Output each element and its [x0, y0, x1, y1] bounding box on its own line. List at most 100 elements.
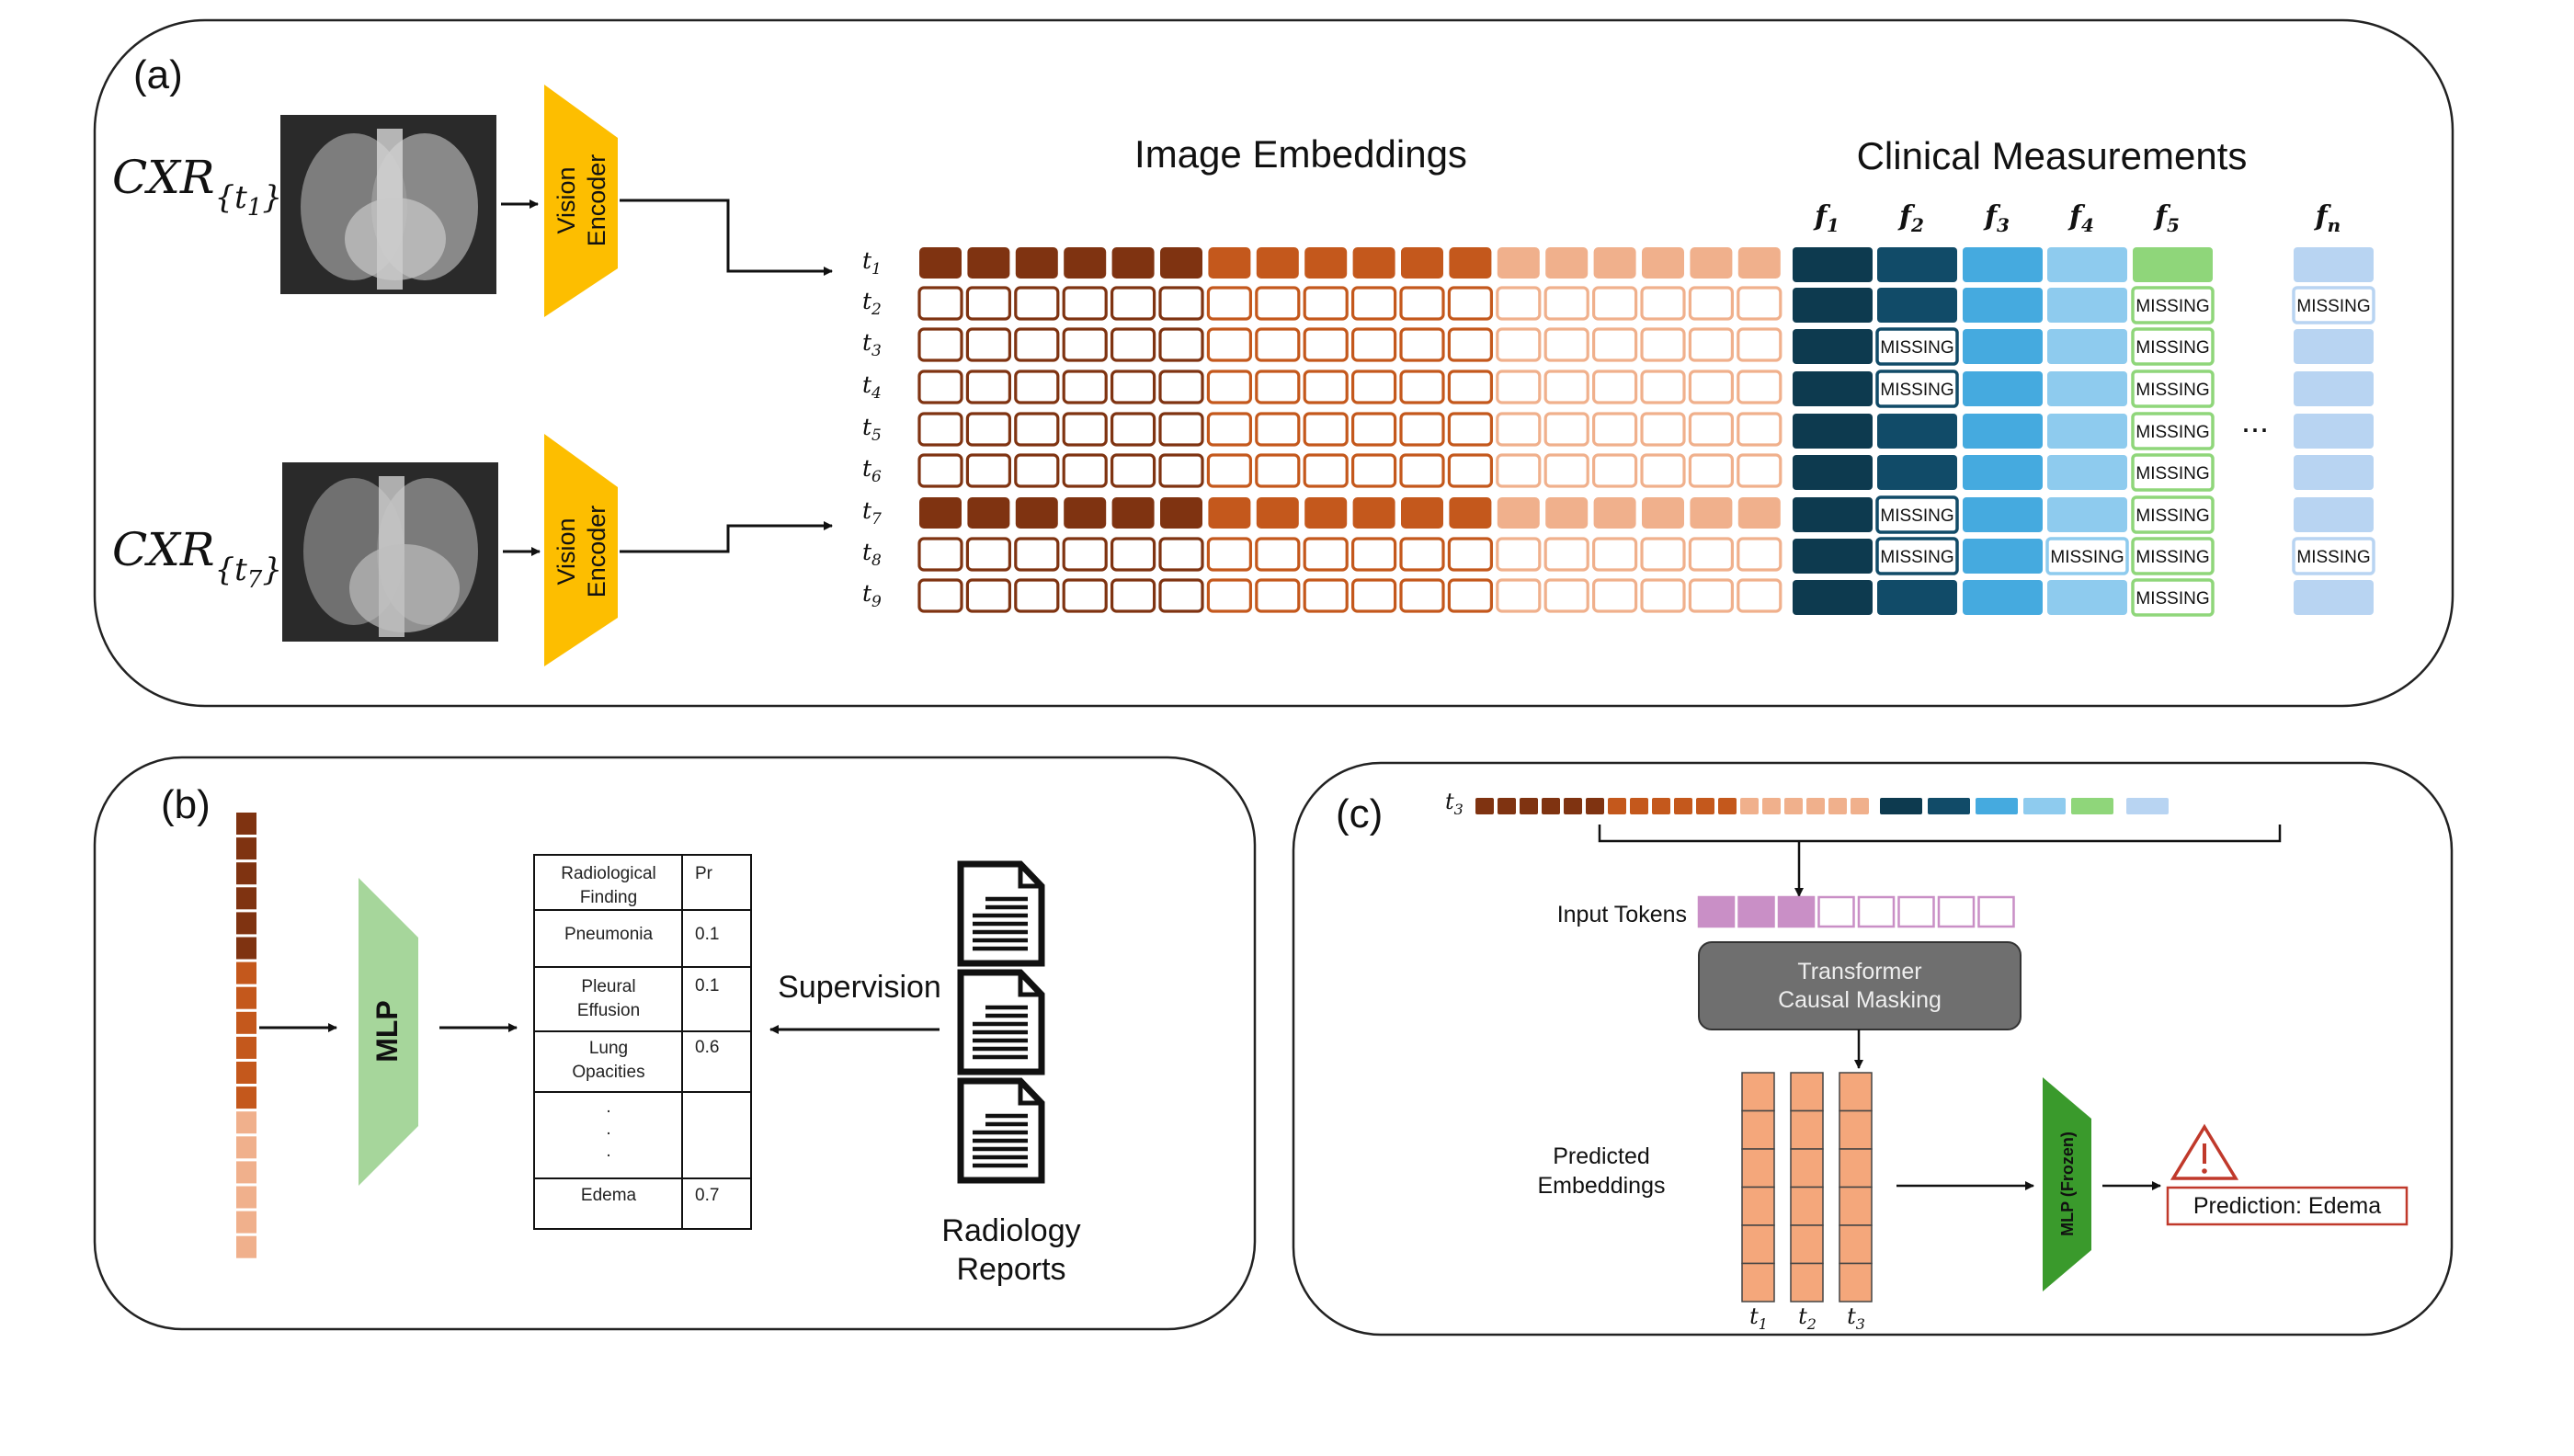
transformer-block: Transformer Causal Masking [1698, 941, 2022, 1030]
clinical-cell-f3 [1963, 580, 2043, 615]
embedding-cell [1591, 537, 1638, 572]
predicted-cell [1839, 1224, 1873, 1265]
vector-cell [236, 986, 256, 1009]
input-token-filled [1697, 895, 1736, 928]
embedding-cell [1206, 578, 1253, 613]
sequence-token [1630, 798, 1648, 814]
embedding-cell [1449, 497, 1492, 529]
embedding-cell [965, 370, 1012, 404]
sequence-token [1520, 798, 1538, 814]
embedding-cell [1399, 286, 1445, 321]
embedding-cell [1255, 453, 1301, 488]
input-token-empty [1977, 895, 2015, 928]
missing-label: MISSING [2296, 548, 2370, 567]
embedding-cell [965, 327, 1012, 362]
embedding-cell [1737, 578, 1782, 613]
embedding-cell [1399, 412, 1445, 447]
embedding-cell [1352, 497, 1395, 529]
clinical-cell-f5 [2131, 370, 2215, 408]
embedding-cell [1014, 412, 1060, 447]
missing-label: MISSING [1880, 381, 1953, 400]
clinical-cell-f1 [1793, 247, 1873, 282]
embedding-cell [1208, 497, 1251, 529]
embedding-cell [1256, 497, 1299, 529]
clinical-cell-f5 [2131, 327, 2215, 366]
missing-label: MISSING [1880, 506, 1953, 526]
embedding-cell [1737, 412, 1782, 447]
column-label-t3: t3 [1847, 1303, 1865, 1333]
clinical-cell-fn [2292, 537, 2375, 575]
embedding-cell [1447, 370, 1494, 404]
table-cell-pr: 0.1 [695, 925, 719, 944]
clinical-cell-f2 [1877, 580, 1957, 615]
embedding-cell [1303, 578, 1349, 613]
xray-image-t1 [280, 115, 496, 294]
vector-cell [236, 1161, 256, 1184]
predicted-cell [1839, 1186, 1873, 1226]
table-cell-pr: 0.6 [695, 1038, 719, 1057]
embedding-cell [1401, 497, 1443, 529]
row-label-t1: t1 [862, 247, 882, 279]
embedding-vector [236, 813, 256, 1258]
table-cell-pr: 0.1 [695, 976, 719, 995]
clinical-cell-f4 [2047, 580, 2127, 615]
embedding-cell [1737, 327, 1782, 362]
sequence-token [1542, 798, 1560, 814]
embedding-cell [1158, 453, 1204, 488]
cxr-label-t7: CXR{t7} [112, 523, 282, 594]
embedding-cell [1014, 327, 1060, 362]
table-ellipsis: . [606, 1142, 610, 1161]
embedding-cell [1545, 497, 1589, 529]
clinical-cell-f3 [1963, 247, 2043, 282]
vector-cell [236, 887, 256, 910]
embedding-cell [1591, 453, 1638, 488]
embedding-cell [1014, 453, 1060, 488]
clinical-cell-f4 [2047, 497, 2127, 532]
embedding-cell [1303, 327, 1349, 362]
clinical-cell-f4 [2047, 288, 2127, 323]
prediction-box: Prediction: Edema [2166, 1186, 2409, 1226]
embedding-cell [1303, 286, 1349, 321]
missing-label: MISSING [2136, 423, 2209, 442]
embedding-cell [1496, 286, 1542, 321]
clinical-cell-fn [2294, 455, 2374, 490]
sequence-token [1696, 798, 1714, 814]
clinical-cell-fn [2294, 247, 2374, 282]
embedding-cell [1350, 412, 1397, 447]
embedding-cell [1350, 286, 1397, 321]
embedding-cell [1255, 370, 1301, 404]
clinical-cell-f4 [2047, 329, 2127, 364]
embedding-cell [1449, 247, 1492, 279]
embedding-cell [1014, 537, 1060, 572]
embedding-cell [1591, 286, 1638, 321]
input-tokens-label: Input Tokens [1557, 902, 1687, 927]
embedding-cell [1640, 412, 1686, 447]
embedding-cell [1399, 327, 1445, 362]
clinical-cell-f5 [2131, 495, 2215, 534]
embedding-cell [1110, 537, 1156, 572]
sequence-token [1674, 798, 1692, 814]
embedding-cell [1447, 453, 1494, 488]
missing-label: MISSING [2136, 297, 2209, 316]
predicted-cell [1790, 1224, 1824, 1265]
embedding-cell [1688, 537, 1735, 572]
embedding-cell [1640, 327, 1686, 362]
embedding-cell [917, 537, 963, 572]
sequence-token [1806, 798, 1825, 814]
predicted-cell [1741, 1072, 1775, 1112]
panel-c-label: (c) [1336, 791, 1383, 836]
vector-cell [236, 813, 256, 835]
clinical-cell-f5 [2131, 578, 2215, 617]
sequence-feature-f4 [2023, 798, 2066, 814]
clinical-cell-f3 [1963, 455, 2043, 490]
embedding-cell [1014, 286, 1060, 321]
embedding-cell [965, 286, 1012, 321]
encoder-label-line1: Vision [552, 518, 580, 585]
panel-a: (a) CXR{t1} CXR{t7} Vision Encoder [93, 18, 2454, 708]
embedding-cell [1206, 412, 1253, 447]
embedding-cell [1591, 370, 1638, 404]
